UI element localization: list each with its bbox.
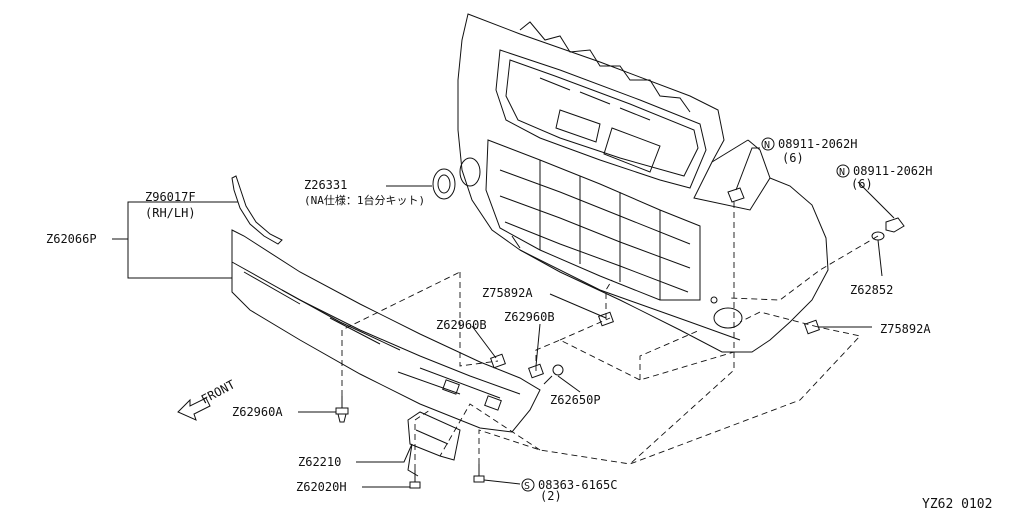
lower-spoiler bbox=[231, 229, 541, 433]
front-bumper-fascia bbox=[457, 13, 829, 353]
part-qty-2: (6) bbox=[851, 177, 873, 191]
front-direction-arrow: FRONT bbox=[177, 377, 237, 421]
part-label-z62960b-left: Z62960B bbox=[436, 318, 487, 332]
part-label-z62960b-center: Z62960B bbox=[504, 310, 555, 324]
under-cover bbox=[407, 411, 461, 477]
diagram-id: YZ62 0102 bbox=[922, 497, 992, 512]
part-label-z75892a-right: Z75892A bbox=[880, 322, 931, 336]
projection-lines bbox=[341, 202, 879, 470]
emblem-part bbox=[432, 168, 456, 200]
part-label-z62020h: Z62020H bbox=[296, 480, 347, 494]
part-label-z26331: Z26331 bbox=[304, 178, 347, 192]
part-label-z75892a-center: Z75892A bbox=[482, 286, 533, 300]
part-qty-1: (6) bbox=[782, 151, 804, 165]
marker-n-2: N bbox=[839, 167, 845, 178]
part-label-z62960a: Z62960A bbox=[232, 405, 283, 419]
marker-s: S bbox=[524, 481, 530, 492]
part-note-na-kit: (NA仕様：1台分キット) bbox=[304, 193, 425, 207]
part-label-z62852: Z62852 bbox=[850, 283, 893, 297]
leader-lines bbox=[112, 147, 895, 488]
part-label-08911-2062h-1: 08911-2062H bbox=[778, 137, 857, 151]
part-label-z62210: Z62210 bbox=[298, 455, 341, 469]
part-label-z62066p: Z62066P bbox=[46, 232, 97, 246]
part-label-08911-2062h-2: 08911-2062H bbox=[853, 164, 932, 178]
part-label-z96017f: Z96017F bbox=[145, 190, 196, 204]
part-note-rh-lh: (RH/LH) bbox=[145, 206, 196, 220]
part-label-z62650p: Z62650P bbox=[550, 393, 601, 407]
part-qty-3: (2) bbox=[540, 489, 562, 503]
front-label: FRONT bbox=[199, 377, 237, 406]
marker-n-1: N bbox=[764, 140, 770, 151]
part-labels: Z96017F (RH/LH) Z62066P Z26331 (NA仕様：1台分… bbox=[46, 137, 992, 512]
molding-strip bbox=[231, 175, 283, 245]
part-label-08363-6165c: 08363-6165C bbox=[538, 478, 617, 492]
